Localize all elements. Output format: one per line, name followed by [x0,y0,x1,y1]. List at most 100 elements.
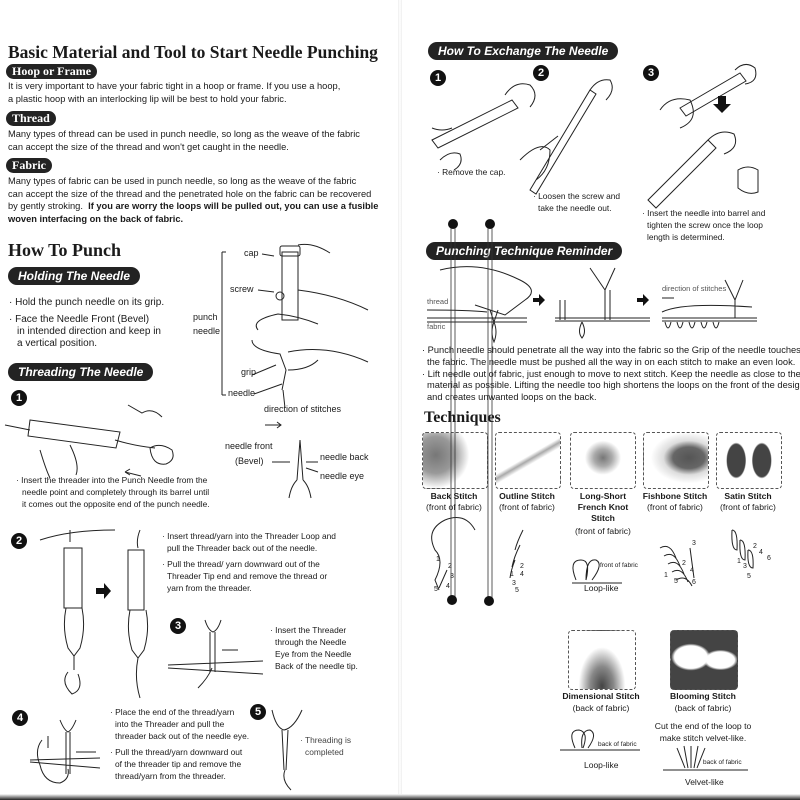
label-cap: cap [244,248,259,258]
text-line: Eye from the Needle [275,649,352,659]
blooming-stitch-caption: Blooming Stitch (back of fabric) [655,690,751,714]
stitch-diagrams [431,517,754,591]
text-line: · Insert the Threader [270,625,347,635]
stitch-side: (back of fabric) [572,703,630,713]
exchange-step-1: 1 [430,70,446,86]
bold-text-line: If you are worry the loops will be pulle… [88,201,379,211]
text-line: · Place the end of the thread/yarn [110,707,235,717]
fishbone-stitch-caption: Fishbone Stitch (front of fabric) [635,491,715,513]
bullet: · Hold the punch needle on its grip. [9,297,165,308]
outline-stitch-photo [495,432,561,489]
back-stitch-numbers: 1 2 3 4 5 [434,555,466,595]
stitch-side: (front of fabric) [647,502,703,512]
velvet-like-label: Velvet-like [685,777,724,787]
text-line: make stitch velvet-like. [659,733,747,743]
blooming-tip: Cut the end of the loop to make stitch v… [645,720,761,744]
text-line: · Insert thread/yarn into the Threader L… [162,531,336,541]
thread-text: Many types of thread can be used in punc… [8,128,360,153]
text-line: it comes out the opposite end of the pun… [22,499,210,509]
dimensional-stitch-photo [568,630,636,690]
page-title: Basic Material and Tool to Start Needle … [8,42,378,62]
label-direction-stitches: direction of stitches [662,284,727,293]
text-line: · Insert the needle into barrel and [642,208,766,218]
label-needle-eye: needle eye [320,471,365,481]
stitch-side: (front of fabric) [426,502,482,512]
french-knot-caption: Long-Short French Knot Stitch (front of … [566,491,640,537]
satin-stitch-caption: Satin Stitch (front of fabric) [708,491,788,513]
text-line: material as possible. Lifting the needle… [427,380,800,391]
text-line: thread/yarn from the threader. [115,771,226,781]
hand-holding-needle-illustration [221,243,369,499]
text-line: of the threader tip and remove the [115,759,242,769]
text-line: · Lift needle out of fabric, just enough… [422,368,800,379]
text-line: by gently stroking. [8,201,83,211]
label-fabric: fabric [427,322,446,331]
step-num: 2 [448,563,452,570]
bold-text-line: woven interfacing on the back of fabric. [8,213,184,224]
step-5-text: · Threading is completed [300,734,351,758]
pin-icon [447,219,495,606]
label-grip: grip [241,367,257,377]
punching-reminder-label: Punching Technique Reminder [426,242,623,260]
label-bevel: (Bevel) [235,456,264,466]
text-line: Back of the needle tip. [275,661,358,671]
label-thread: thread [427,297,449,306]
stitch-name: Outline Stitch [499,491,555,501]
step-num: 2 [520,563,524,570]
step-1-text: · Insert the threader into the Punch Nee… [16,474,210,510]
step-num: 4 [446,583,450,590]
step-2-text: · Insert thread/yarn into the Threader L… [162,530,336,594]
stitch-name: Blooming Stitch [670,691,736,701]
holding-needle-label: Holding The Needle [8,267,141,285]
step-4-text: · Place the end of the thread/yarn into … [110,706,249,782]
text-line: tighten the screw once the loop [647,220,763,230]
step-num: 5 [674,578,678,585]
step-num: 2 [753,543,757,550]
punching-technique-illustration [426,266,757,344]
text-line: into the Threader and pull the [115,719,225,729]
text-line: through the Needle [275,637,347,647]
satin-numbers: 1 2 3 4 5 6 [737,543,777,588]
step-num: 6 [692,579,696,586]
exchange-step-2: 2 [533,65,549,81]
step-number-1: 1 [11,390,27,406]
threader-insert-illustration [4,404,174,479]
stitch-name: Fishbone Stitch [642,491,708,501]
threader-needle-eye-illustration [167,619,264,689]
text-line: Cut the end of the loop to [654,721,752,731]
blooming-stitch-photo [670,630,738,690]
back-of-fabric-note-1: back of fabric [598,741,637,748]
reminder-paragraph: · Punch needle should penetrate all the … [422,345,800,404]
step-number-4: 4 [12,710,28,726]
step-num: 5 [434,586,438,593]
label-needle-word: needle [193,326,221,336]
loop-like-label: Loop-like [584,583,619,593]
bullet: a vertical position. [17,338,98,349]
step-3-text: · Insert the Threader through the Needle… [270,624,358,672]
front-of-fabric-note: front of fabric [600,562,638,569]
hoop-text: It is very important to have your fabric… [8,80,340,105]
stitch-side: (back of fabric) [674,703,732,713]
bullet: in intended direction and keep in [17,326,161,337]
label-needle-back: needle back [320,452,369,462]
step-num: 3 [743,563,747,570]
page-fold [398,0,402,800]
step-number-5: 5 [250,704,266,720]
text-line: a plastic hoop with an interlocking lip … [8,93,287,104]
label-screw: screw [230,284,254,294]
text-line: completed [305,747,344,757]
exchange-step-1-text: · Remove the cap. [437,167,506,177]
label-punch: punch [193,312,218,322]
section-label-fabric: Fabric [6,158,52,173]
how-to-punch-heading: How To Punch [8,240,122,260]
label-direction: direction of stitches [264,404,342,414]
holding-bullets: · Hold the punch needle on its grip. · F… [9,297,164,350]
text-line: can accept the size of the thread and th… [8,188,372,199]
stitch-name: Satin Stitch [724,491,772,501]
page-shadow [0,794,800,800]
text-line: length is determined. [647,232,725,242]
text-line: Many types of fabric can be used in punc… [8,176,357,186]
text-line: pull the Threader back out of the needle… [167,543,318,553]
exchange-needle-label: How To Exchange The Needle [428,42,619,60]
stitch-side: (front of fabric) [720,502,776,512]
